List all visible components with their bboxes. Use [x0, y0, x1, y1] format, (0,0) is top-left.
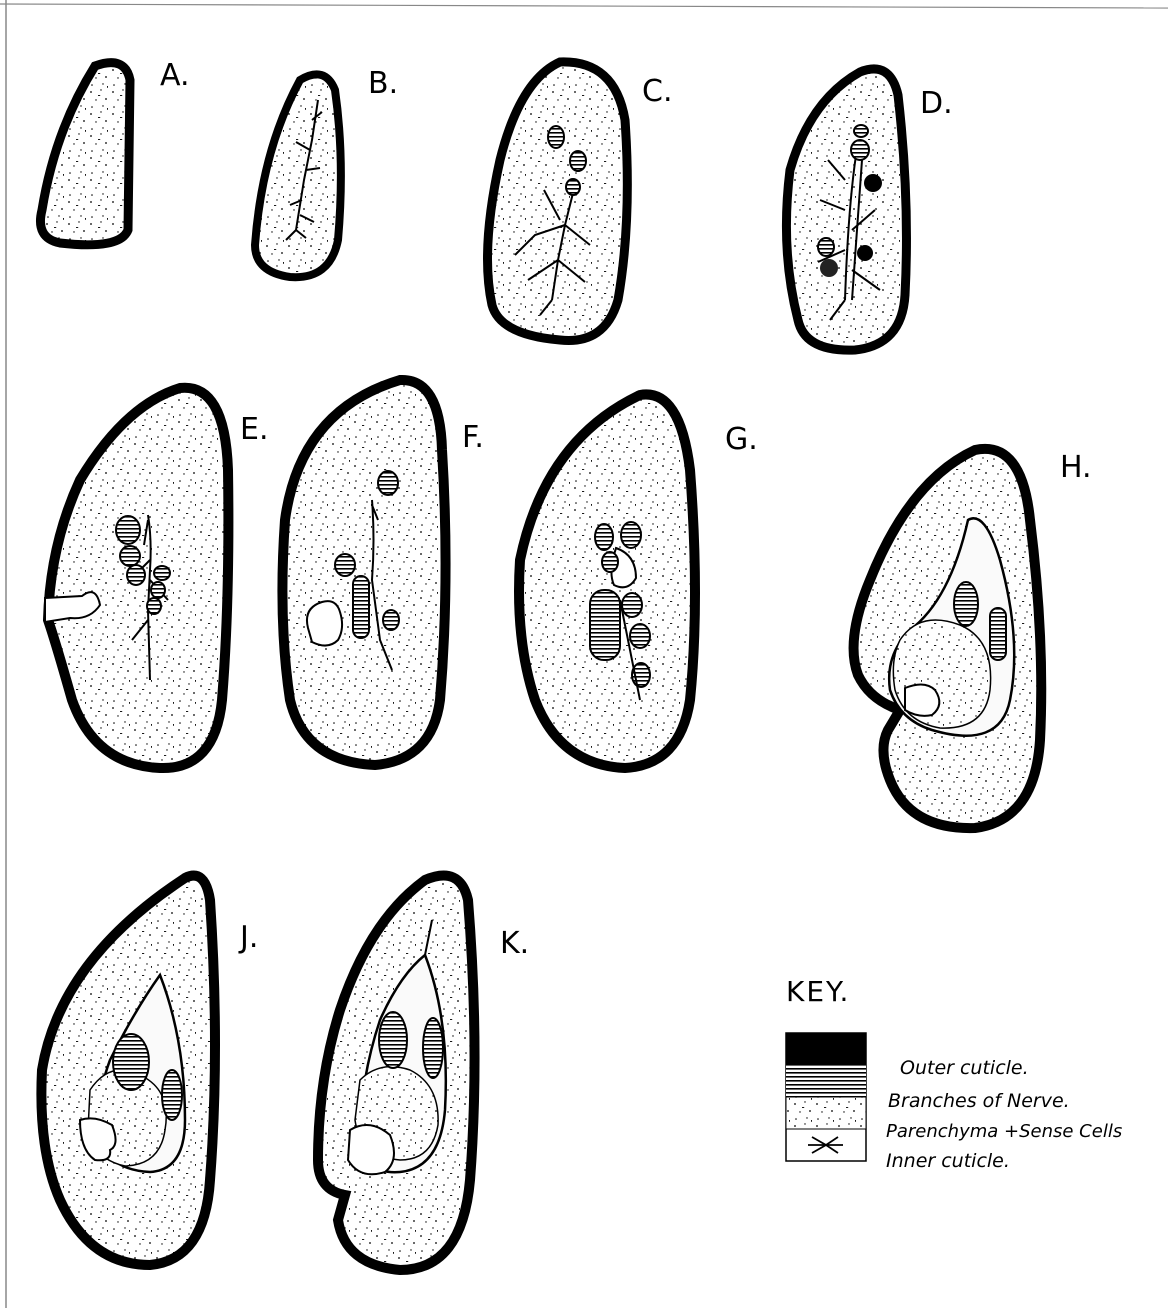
- nerve-branch-section: [151, 582, 165, 598]
- nerve-branch-section: [621, 522, 641, 548]
- nerve-branch-section: [570, 151, 586, 171]
- key-swatch-nerve: [786, 1065, 866, 1097]
- section-K: [318, 876, 475, 1271]
- key-legend: [786, 1033, 866, 1161]
- nerve-branch-section: [353, 576, 369, 638]
- label-F: F.: [462, 420, 484, 455]
- nerve-branch-section: [622, 593, 642, 617]
- nerve-branch-section: [147, 598, 161, 614]
- section-D: [786, 69, 906, 350]
- nerve-branch-section: [590, 590, 620, 660]
- nerve-branch-section: [854, 125, 868, 137]
- label-E: E.: [240, 412, 269, 447]
- nerve-branch-section: [566, 179, 580, 195]
- label-K: K.: [500, 926, 529, 961]
- nerve-branch-section: [864, 174, 882, 192]
- nerve-branch-section: [602, 552, 618, 572]
- nerve-branch-section: [818, 238, 834, 256]
- inner-cuticle-opening: [348, 1125, 394, 1174]
- nerve-branch-section: [154, 566, 170, 580]
- nerve-branch-section: [113, 1034, 149, 1090]
- nerve-branch-section: [162, 1070, 182, 1120]
- nerve-branch-section: [851, 140, 869, 160]
- section-B: [255, 74, 341, 277]
- inner-cuticle-opening: [307, 601, 342, 645]
- label-D: D.: [920, 86, 953, 121]
- label-G: G.: [725, 422, 758, 457]
- nerve-branch-section: [116, 516, 140, 544]
- nerve-branch-section: [595, 524, 613, 550]
- nerve-branch-section: [954, 582, 978, 626]
- nerve-branch-section: [990, 608, 1006, 660]
- section-H: [854, 449, 1042, 828]
- key-swatch-outer-cuticle: [786, 1033, 866, 1065]
- label-B: B.: [368, 66, 398, 101]
- inner-cuticle-opening: [905, 684, 939, 715]
- section-J: [41, 876, 215, 1265]
- section-A: [40, 63, 130, 245]
- section-C: [488, 62, 628, 341]
- key-title: KEY.: [786, 975, 850, 1008]
- nerve-branch-section: [120, 546, 140, 566]
- label-A: A.: [160, 58, 190, 93]
- nerve-branch-section: [379, 1012, 407, 1068]
- key-label-inner-cuticle: Inner cuticle.: [886, 1150, 1010, 1172]
- nerve-branch-section: [127, 565, 145, 585]
- nerve-branch-section: [548, 126, 564, 148]
- section-G: [519, 394, 695, 768]
- label-C: C.: [642, 74, 672, 109]
- key-label-outer-cuticle: Outer cuticle.: [900, 1057, 1029, 1079]
- page-top-edge: [0, 4, 1168, 8]
- section-E: [45, 388, 228, 768]
- nerve-branch-section: [630, 624, 650, 648]
- nerve-branch-section: [383, 610, 399, 630]
- key-swatch-parenchyma: [786, 1097, 866, 1129]
- nerve-branch-section: [857, 245, 873, 261]
- label-J: J.: [240, 920, 258, 955]
- nerve-branch-section: [335, 554, 355, 576]
- key-label-nerve: Branches of Nerve.: [888, 1090, 1070, 1112]
- nerve-branch-section: [378, 471, 398, 495]
- nerve-branch-section: [820, 259, 838, 277]
- section-F: [282, 380, 445, 765]
- key-label-parenchyma: Parenchyma +Sense Cells: [886, 1121, 1122, 1142]
- label-H: H.: [1060, 450, 1092, 485]
- nerve-branch-section: [423, 1018, 443, 1078]
